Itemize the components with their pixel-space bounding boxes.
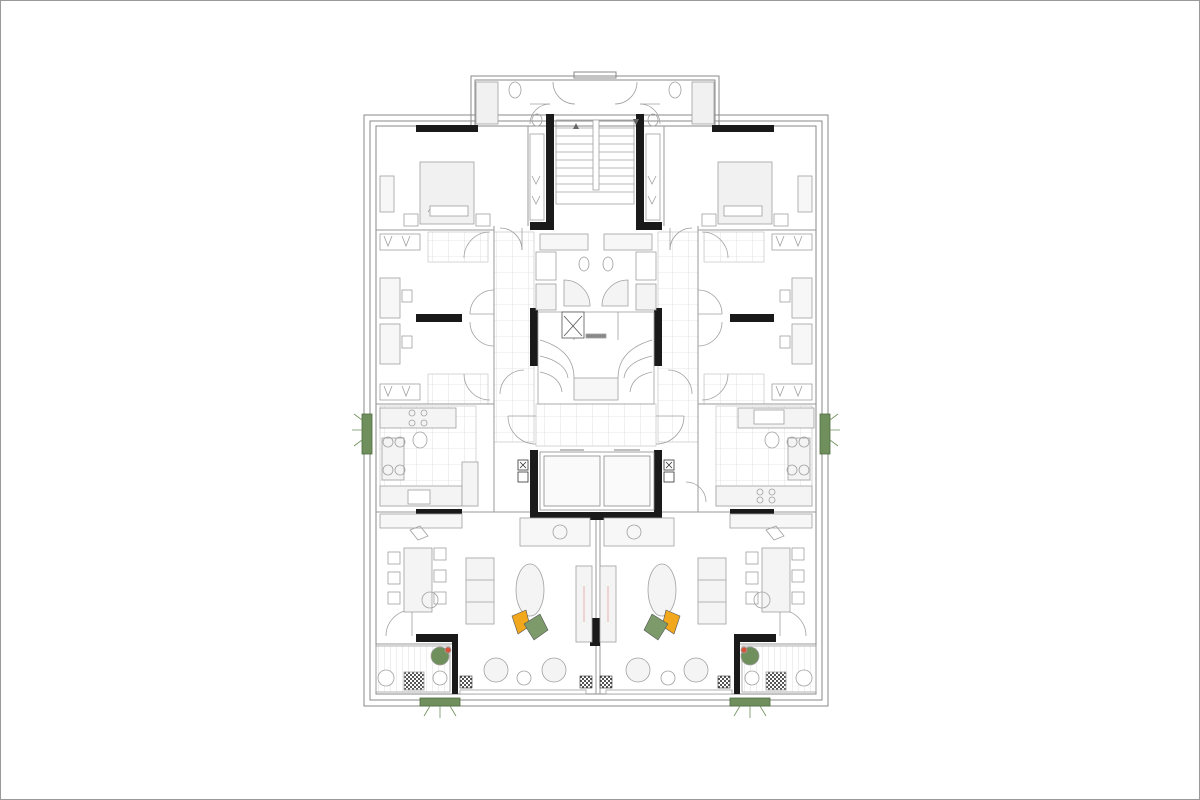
sofa-icon — [697, 557, 727, 625]
elevator-shafts — [539, 449, 655, 511]
sink-icon — [603, 233, 653, 251]
top-wc-left — [475, 81, 576, 127]
top-wc-right — [614, 81, 715, 127]
bedroom-wardrobes — [379, 233, 813, 401]
bedroom-right — [701, 161, 813, 227]
stove-icon — [756, 488, 776, 504]
balcony-left — [375, 645, 452, 693]
wardrobes-core — [529, 133, 661, 221]
cushions — [511, 609, 681, 641]
dining-table-icon — [381, 437, 405, 481]
meter-panels — [517, 459, 675, 483]
kitchen-right — [715, 407, 815, 507]
kitchen-left — [379, 407, 479, 507]
dining-table-icon — [403, 547, 433, 613]
shower-icon — [563, 279, 591, 307]
toilet-icon — [668, 81, 682, 99]
balcony-right — [740, 645, 817, 693]
plant-icon — [430, 646, 450, 666]
dining-table-icon — [761, 547, 791, 613]
living-right — [599, 513, 813, 643]
arrow-down-icon — [633, 119, 639, 125]
structural-walls — [416, 114, 776, 694]
lower-staircase — [537, 311, 655, 405]
door-swings — [385, 227, 807, 637]
toilet-icon — [602, 256, 614, 272]
toilet-icon — [578, 256, 590, 272]
study-desks — [379, 277, 813, 365]
living-left — [379, 513, 593, 643]
arrow-up-icon — [573, 123, 579, 129]
planter-foliage — [352, 413, 840, 718]
sink-icon — [753, 409, 785, 425]
floor-lamps — [459, 675, 731, 689]
sofa-icon — [465, 557, 495, 625]
stove-icon — [408, 409, 428, 427]
elevator-icon — [563, 315, 583, 337]
dining-table-icon — [787, 437, 811, 481]
lounge-seating — [459, 657, 733, 695]
toilet-icon — [412, 431, 428, 449]
shower-icon — [601, 279, 629, 307]
upper-staircase — [555, 119, 635, 205]
bedroom-left — [379, 161, 491, 227]
sink-icon — [539, 233, 589, 251]
toilet-icon — [508, 81, 522, 99]
bathrooms — [535, 233, 657, 311]
sink-icon — [407, 489, 431, 505]
